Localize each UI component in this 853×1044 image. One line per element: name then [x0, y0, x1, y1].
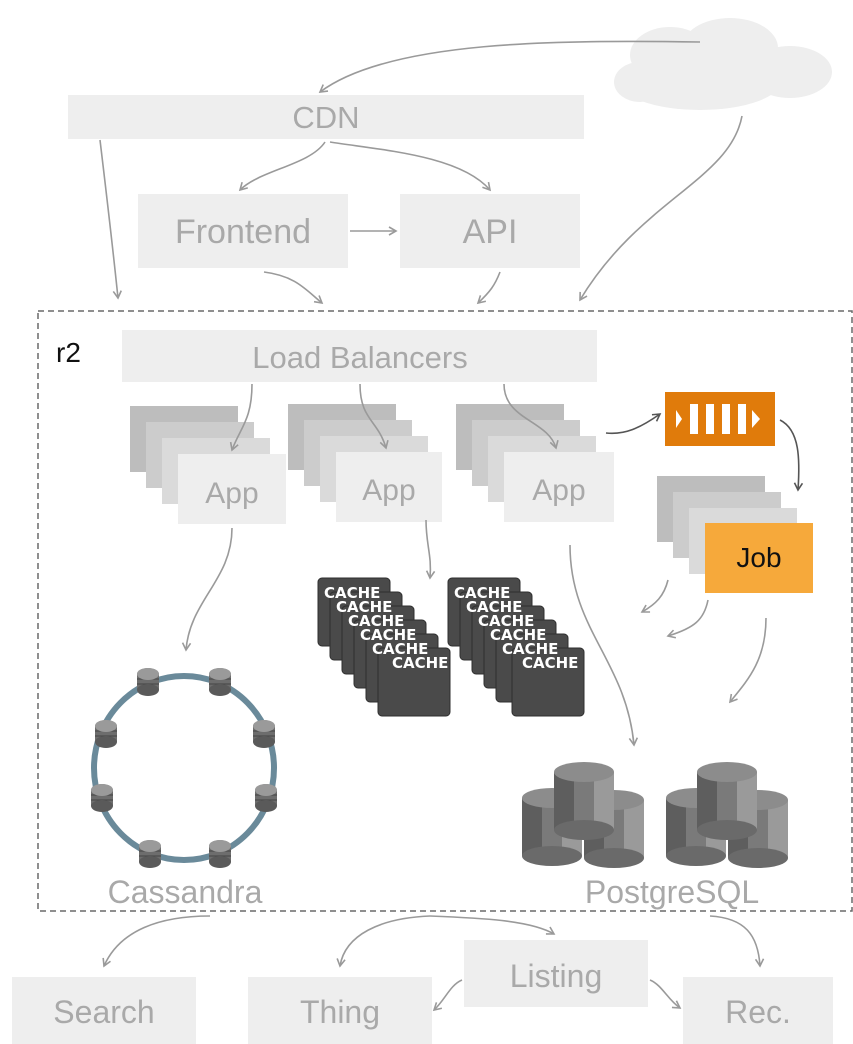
api-box [400, 194, 580, 268]
api-label: API [463, 213, 518, 251]
app-stack-2 [288, 404, 442, 522]
edge-api-r2 [476, 271, 501, 305]
cache-icon: CACHE [522, 654, 578, 672]
edge-app3-queue [605, 413, 662, 435]
rec-box [683, 977, 833, 1044]
region-label: r2 [56, 337, 81, 368]
edge-r2-rec [709, 915, 765, 968]
edge-cloud-cdn [318, 40, 701, 93]
frontend-label: Frontend [175, 213, 311, 251]
edge-frontend-r2 [263, 271, 324, 305]
search-box [12, 977, 196, 1044]
edge-queue-job [779, 419, 804, 492]
cache-icon: CACHE [466, 598, 522, 616]
edge-listing-thing [432, 979, 463, 1012]
cache-icon: CACHE [478, 612, 534, 630]
edge-r2-search [102, 915, 211, 968]
load-balancers-box [122, 330, 597, 382]
cassandra-ring-icon [90, 667, 278, 869]
cache-icon: CACHE [502, 640, 558, 658]
listing-box [464, 940, 648, 1007]
edge-lb-app1 [229, 383, 253, 452]
postgresql-label: PostgreSQL [585, 874, 759, 910]
cache-icon: CACHE [454, 584, 510, 602]
cache-icon: CACHE [360, 626, 416, 644]
edge-app2-cache [425, 519, 436, 580]
cache-icon: CACHE [348, 612, 404, 630]
cache-icon: CACHE [392, 654, 448, 672]
edge-listing-rec [649, 979, 682, 1009]
edge-r2-listing [429, 915, 556, 935]
edge-job-out-1 [640, 579, 669, 613]
cache-icon: CACHE [490, 626, 546, 644]
region-r2-boundary [37, 310, 853, 912]
edge-cloud-r2 [579, 115, 743, 302]
edge-cdn-api [329, 141, 492, 192]
edge-cdn-r2 [99, 139, 122, 300]
load-balancers-label: Load Balancers [252, 340, 467, 375]
listing-label: Listing [510, 958, 603, 994]
app-label-2: App [362, 474, 415, 507]
rec-label: Rec. [725, 994, 791, 1030]
edge-app3-postgres [569, 544, 639, 747]
cache-icon: CACHE [324, 584, 380, 602]
queue-icon [665, 392, 775, 446]
search-label: Search [53, 994, 154, 1030]
app-stack-3 [456, 404, 614, 522]
edge-lb-app2 [359, 383, 389, 450]
cache-icon: CACHE [336, 598, 392, 616]
job-stack [657, 476, 813, 593]
app-stack-1 [130, 406, 286, 524]
edge-app1-cassandra [181, 527, 233, 652]
app-label-3: App [532, 474, 585, 507]
database-icon [666, 762, 788, 868]
edge-cdn-frontend [238, 141, 326, 192]
frontend-box [138, 194, 348, 268]
app-label-1: App [205, 477, 258, 510]
cassandra-label: Cassandra [108, 874, 263, 910]
cache-icon: CACHE [372, 640, 428, 658]
edge-job-out-2 [666, 599, 709, 639]
database-icon [522, 762, 644, 868]
edge-r2-thing [336, 915, 431, 968]
thing-box [248, 977, 432, 1044]
edge-job-postgres [728, 617, 767, 704]
cdn-box [68, 95, 584, 139]
cdn-label: CDN [292, 100, 359, 135]
job-label: Job [736, 542, 781, 573]
thing-label: Thing [300, 994, 380, 1030]
cloud-icon [614, 18, 832, 110]
edge-lb-app3 [503, 383, 559, 450]
